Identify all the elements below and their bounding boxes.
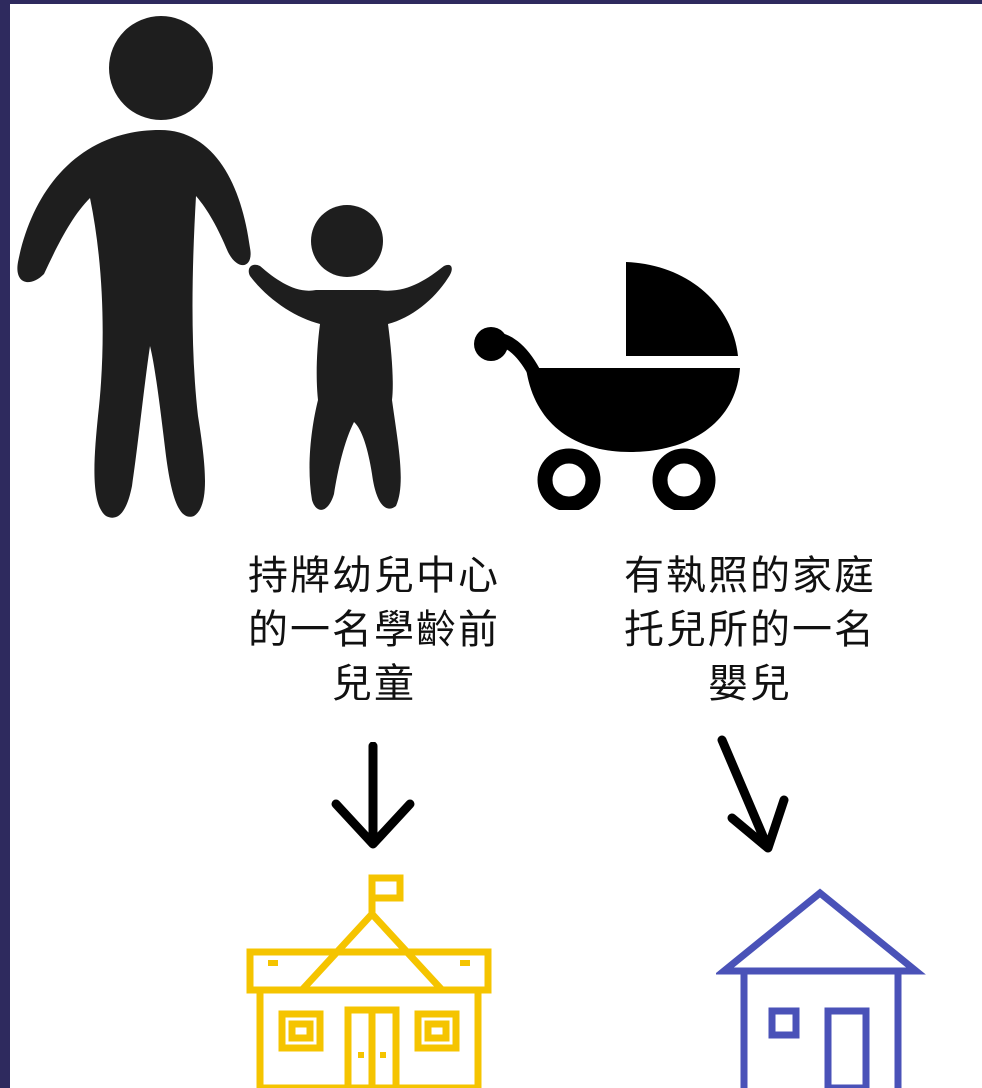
caption-line: 嬰兒 xyxy=(708,661,792,707)
arrow-down-icon xyxy=(331,742,415,849)
baby-stroller-icon xyxy=(474,262,740,510)
caption-line: 托兒所的一名 xyxy=(624,607,876,653)
diagram-canvas: 持牌幼兒中心 的一名學齡前 兒童 有執照的家庭 托兒所的一名 嬰兒 xyxy=(10,4,982,1088)
caption-line: 有執照的家庭 xyxy=(624,553,876,599)
child-figure-icon xyxy=(248,205,452,510)
caption-line: 兒童 xyxy=(332,661,416,707)
caption-infant: 有執照的家庭 托兒所的一名 嬰兒 xyxy=(600,549,900,711)
adult-figure-icon xyxy=(17,16,251,518)
caption-line: 持牌幼兒中心 xyxy=(248,553,500,599)
house-icon xyxy=(716,888,926,1088)
school-building-icon xyxy=(246,874,492,1088)
caption-line: 的一名學齡前 xyxy=(248,607,500,653)
caption-preschool-child: 持牌幼兒中心 的一名學齡前 兒童 xyxy=(224,549,524,711)
arrow-down-right-icon xyxy=(717,735,789,853)
